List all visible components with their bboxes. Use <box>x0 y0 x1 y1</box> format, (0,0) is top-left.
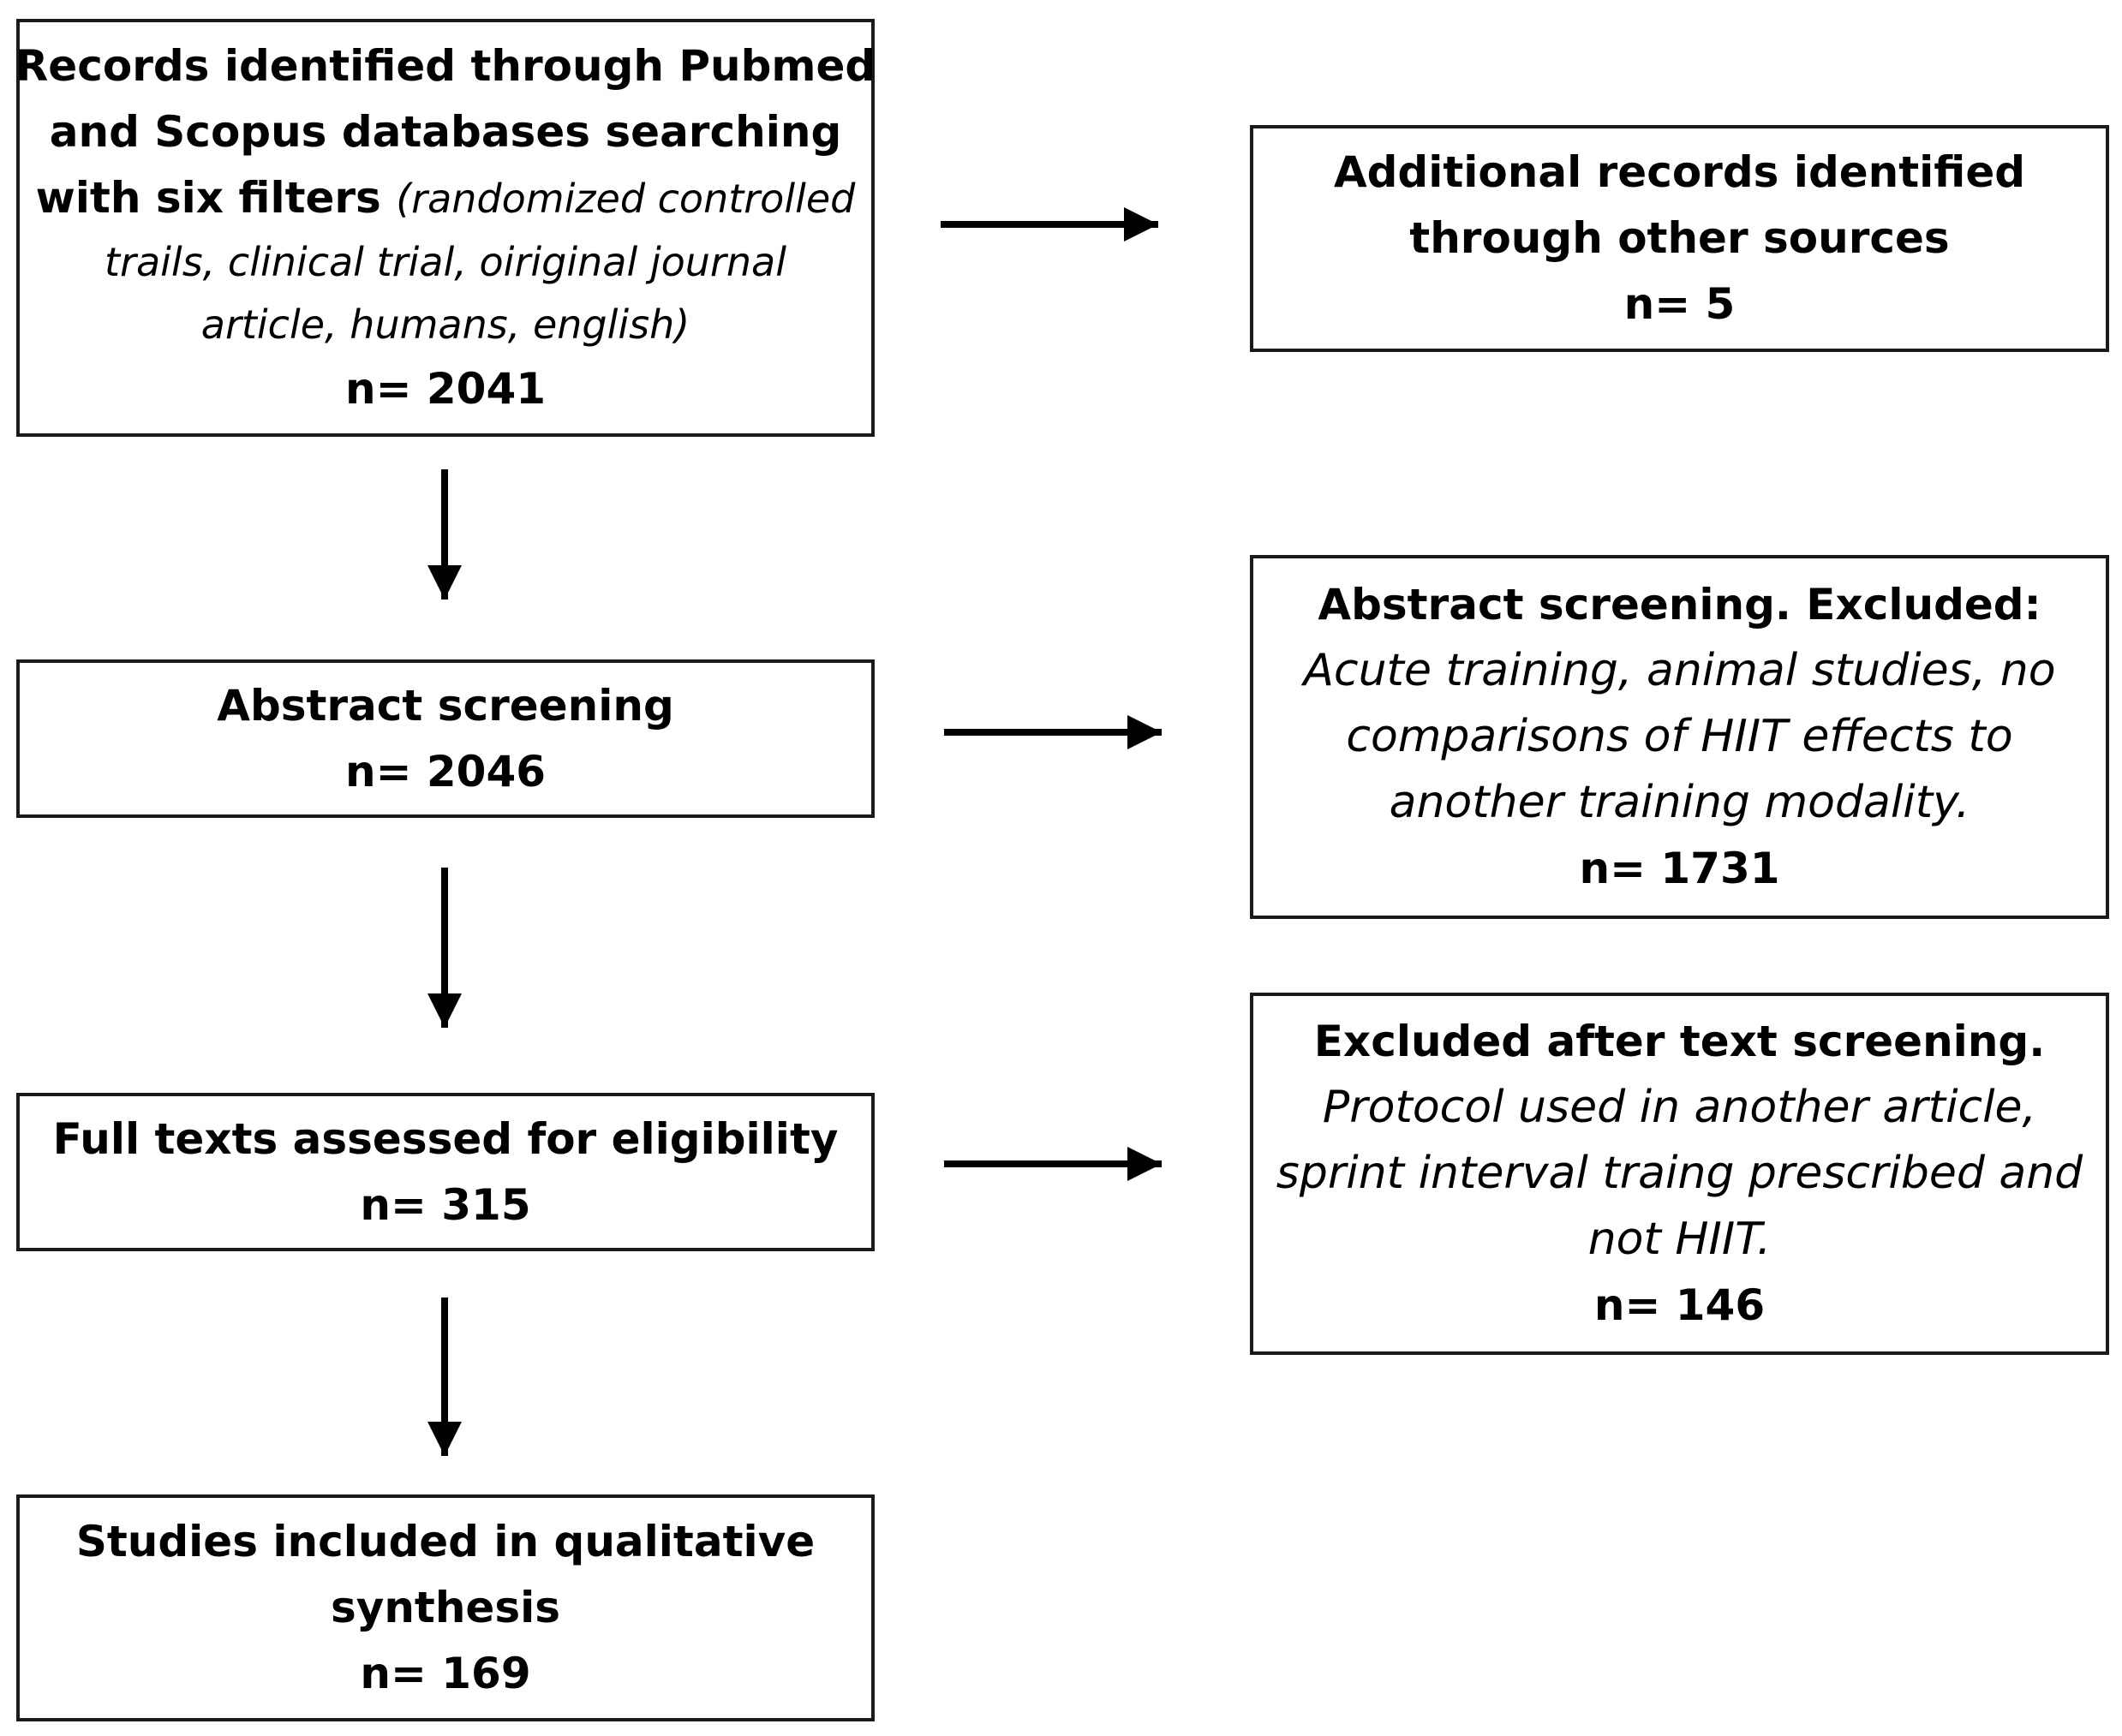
abstract-count: n= 2046 <box>344 746 547 796</box>
abstract-excluded-reason-line-3: another training modality. <box>1389 777 1970 828</box>
records-filters-prefix: with six filters <box>35 173 397 223</box>
fulltext-box: Full texts assessed for eligibility n= 3… <box>16 1093 875 1251</box>
records-filters-line-3: article, humans, english) <box>200 301 690 348</box>
abstract-excluded-box: Abstract screening. Excluded: Acute trai… <box>1250 555 2109 919</box>
records-filters-line-1: (randomized controlled <box>396 176 856 222</box>
additional-records-box: Additional records identified through ot… <box>1250 125 2109 352</box>
abstract-title: Abstract screening <box>217 680 674 731</box>
fulltext-count: n= 315 <box>360 1179 531 1230</box>
additional-title-line-1: Additional records identified <box>1333 147 2026 197</box>
fulltext-excluded-reason-line-2: sprint interval traing prescribed and <box>1276 1148 2083 1199</box>
abstract-excluded-count: n= 1731 <box>1579 844 1780 893</box>
fulltext-excluded-reason-line-3: not HIIT. <box>1587 1214 1772 1265</box>
abstract-excluded-title: Abstract screening. Excluded: <box>1318 580 2041 629</box>
records-count: n= 2041 <box>344 364 547 414</box>
records-title-line-2: and Scopus databases searching <box>49 107 842 157</box>
fulltext-excluded-count: n= 146 <box>1593 1280 1766 1330</box>
fulltext-excluded-reason-line-1: Protocol used in another article, <box>1322 1082 2037 1133</box>
included-title-line-1: Studies included in qualitative <box>75 1517 816 1566</box>
abstract-excluded-reason-line-1: Acute training, animal studies, no <box>1303 645 2056 696</box>
records-identified-box: Records identified through Pubmed and Sc… <box>15 19 876 437</box>
records-title-line-1: Records identified through Pubmed <box>15 41 876 91</box>
additional-title-line-2: through other sources <box>1409 213 1950 263</box>
studies-included-box: Studies included in qualitative synthesi… <box>16 1494 875 1721</box>
records-filters-line: with six filters (randomized controlled <box>36 165 856 231</box>
fulltext-excluded-box: Excluded after text screening. Protocol … <box>1250 993 2109 1355</box>
fulltext-title: Full texts assessed for eligibility <box>52 1113 839 1164</box>
abstract-excluded-reason-line-2: comparisons of HIIT effects to <box>1346 711 2013 762</box>
included-count: n= 169 <box>360 1649 531 1698</box>
fulltext-excluded-title: Excluded after text screening. <box>1313 1017 2046 1066</box>
records-filters-line-2: trails, clinical trial, oiriginal journa… <box>105 239 786 285</box>
abstract-screening-box: Abstract screening n= 2046 <box>16 659 875 818</box>
included-title-line-2: synthesis <box>330 1583 561 1632</box>
additional-count: n= 5 <box>1623 279 1736 329</box>
